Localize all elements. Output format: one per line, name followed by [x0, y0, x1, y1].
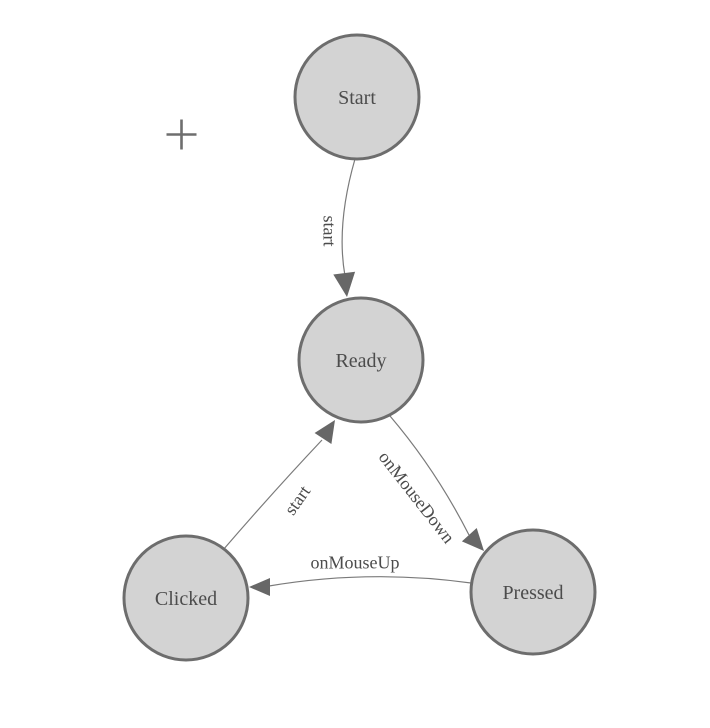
arrowhead-icon	[333, 271, 356, 297]
state-label: Clicked	[155, 588, 217, 610]
transition-line[interactable]	[222, 439, 323, 551]
state-node-clicked[interactable]: Clicked	[122, 534, 250, 662]
transition-label: start	[320, 216, 340, 247]
state-circle[interactable]	[122, 534, 250, 662]
arrowhead-icon	[249, 578, 270, 596]
state-circle[interactable]	[293, 33, 421, 161]
transition-label: onMouseUp	[311, 552, 400, 572]
transition-line[interactable]	[389, 415, 470, 536]
arrowhead-icon	[314, 420, 335, 444]
state-node-pressed[interactable]: Pressed	[469, 528, 597, 656]
arrowhead-icon	[461, 528, 484, 551]
transition-line[interactable]	[268, 576, 472, 587]
state-label: Start	[338, 87, 376, 109]
state-label: Ready	[335, 350, 386, 372]
state-label: Pressed	[502, 582, 563, 604]
transition-line[interactable]	[341, 158, 356, 277]
transition-label: start	[280, 482, 314, 519]
transition-label: onMouseDown	[375, 447, 459, 547]
state-node-start[interactable]: Start	[293, 33, 421, 161]
crosshair-marker	[166, 119, 197, 150]
transition-ready-to-pressed[interactable]: onMouseDown	[375, 415, 484, 551]
state-circle[interactable]	[469, 528, 597, 656]
state-node-ready[interactable]: Ready	[297, 296, 425, 424]
transition-pressed-to-clicked[interactable]: onMouseUp	[249, 552, 472, 596]
state-circle[interactable]	[297, 296, 425, 424]
transition-start-to-ready[interactable]: start	[320, 158, 356, 297]
transition-clicked-to-ready[interactable]: start	[222, 420, 335, 551]
